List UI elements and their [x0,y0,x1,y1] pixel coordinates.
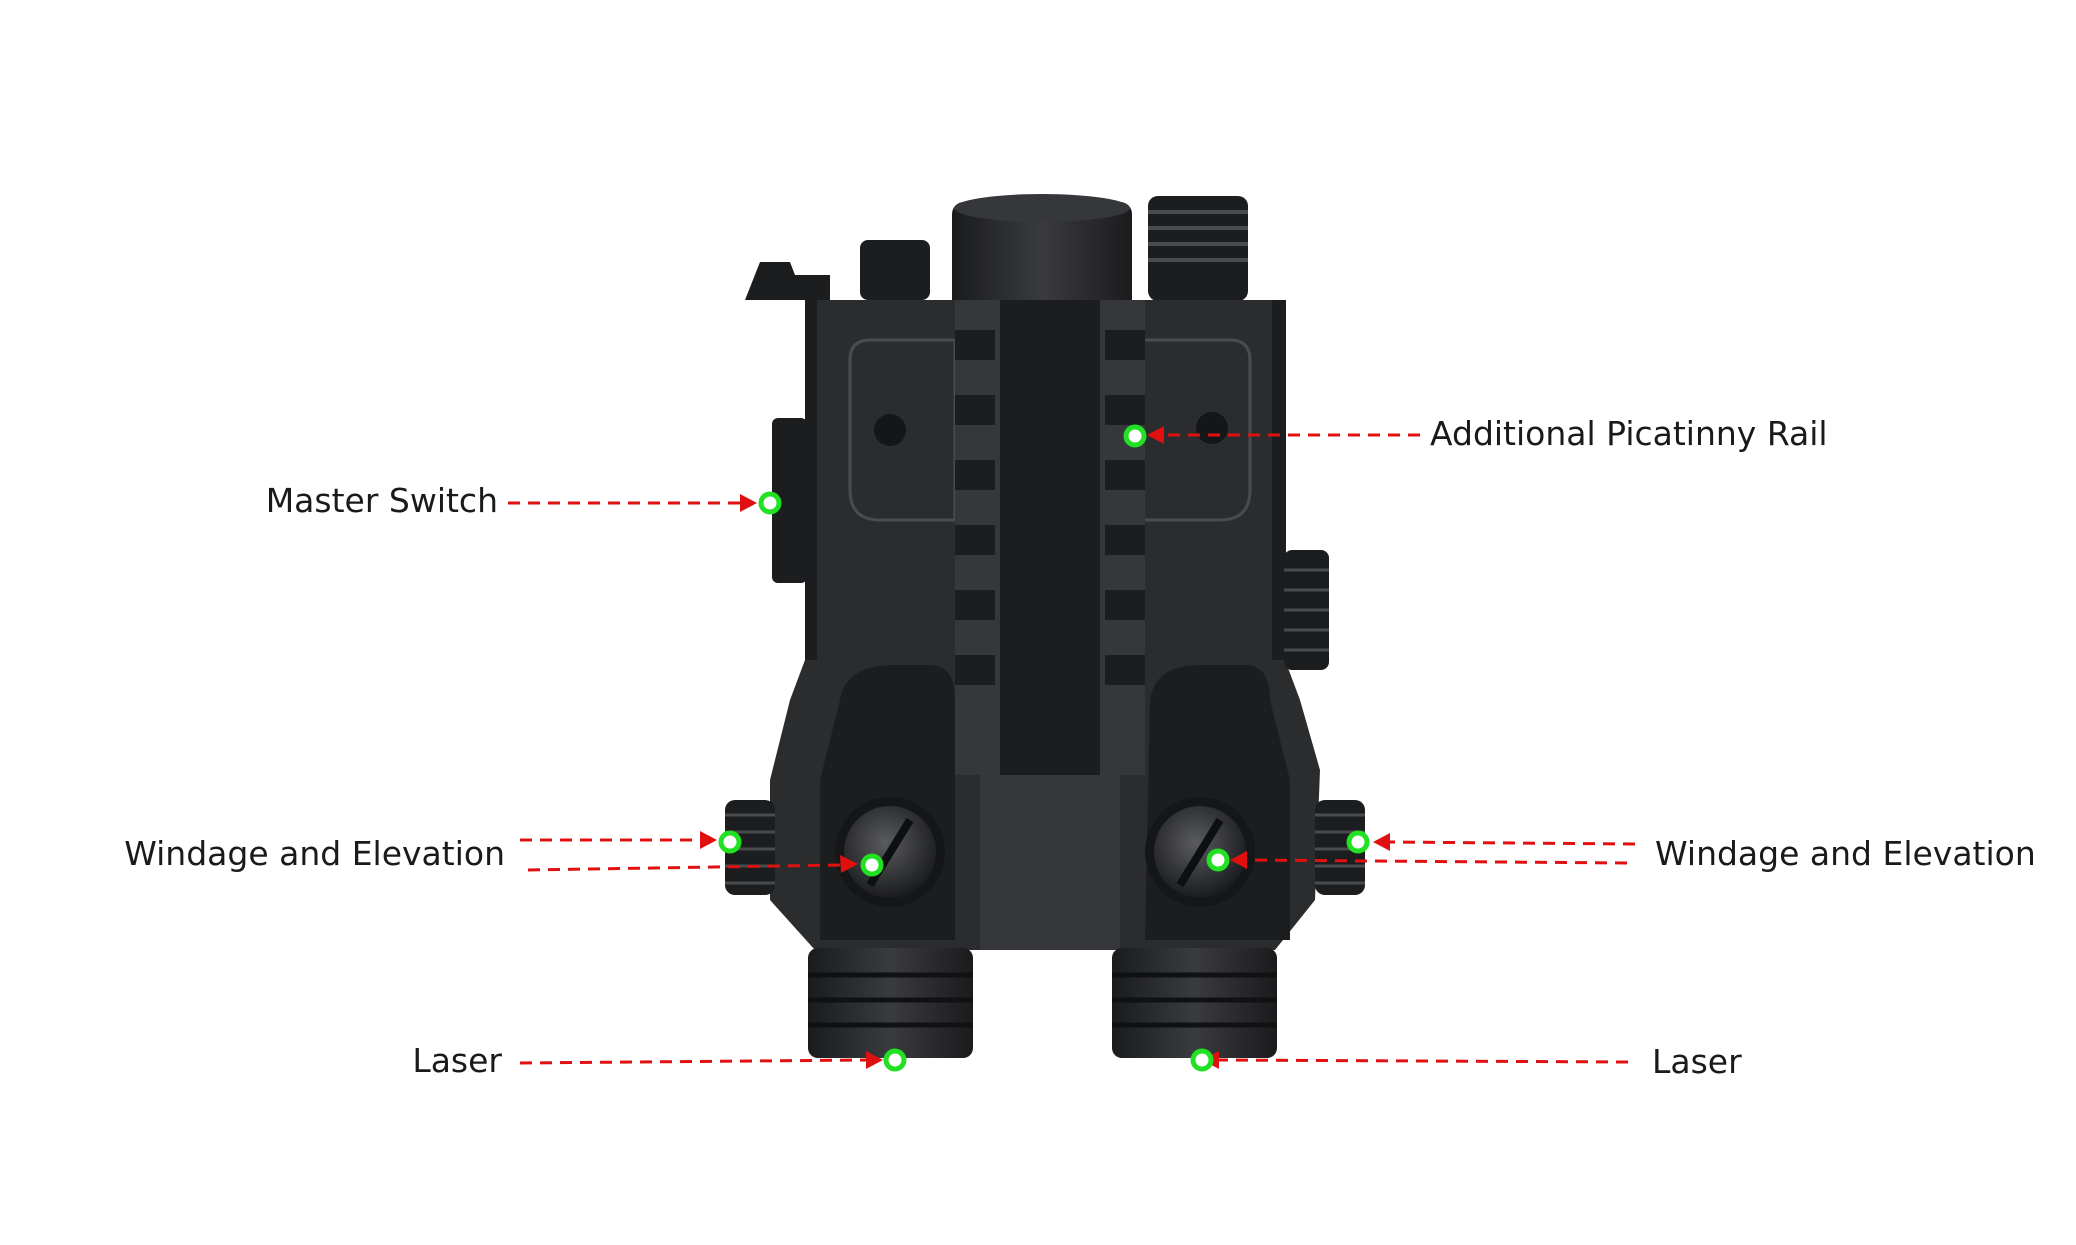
top-cylinder-cap [954,194,1130,222]
top-threaded-knob [1148,196,1248,310]
right-plate-screw [1196,412,1228,444]
picatinny-rail-label: Additional Picatinny Rail [1430,414,1828,453]
top-small-knob [860,240,930,300]
windage-right-leader-lower [1243,858,1628,865]
right-side-adjuster [1315,800,1365,895]
callout-windage-left: Windage and Elevation [124,830,884,877]
laser-left-label: Laser [412,1041,502,1080]
center-channel [980,775,1120,950]
windage-right-arrowhead-upper [1373,833,1390,851]
left-laser-tube [808,948,973,1058]
master-switch-arrowhead [740,494,757,512]
laser-right-marker [1190,1048,1214,1072]
picatinny-rail-graphic [955,300,1145,775]
right-front-knob [1145,797,1255,907]
windage-left-arrowhead-lower [840,855,858,873]
windage-right-leader-upper [1387,840,1636,846]
top-clip [745,262,830,300]
right-side-knob [1284,550,1329,670]
right-laser-tube [1112,948,1277,1058]
windage-right-marker-upper [1346,830,1370,854]
windage-left-arrowhead-upper [700,831,717,849]
windage-left-marker-upper [718,830,742,854]
picatinny-rail-marker [1123,424,1147,448]
left-plate [848,338,957,522]
top-cylinder [952,202,1132,312]
master-switch-marker [758,491,782,515]
picatinny-rail-arrowhead [1147,426,1164,444]
left-front-knob [835,797,945,907]
laser-left-marker [883,1048,907,1072]
windage-left-label: Windage and Elevation [124,834,505,873]
laser-left-arrowhead [866,1051,883,1069]
right-side-panel [1272,300,1286,660]
windage-right-marker-lower [1206,848,1230,872]
left-side-panel [805,300,817,660]
device-illustration [725,194,1365,1058]
callout-laser-right: Laser [1190,1042,1742,1081]
laser-right-label: Laser [1652,1042,1742,1081]
laser-left-leader [519,1058,869,1065]
callout-laser-left: Laser [412,1041,907,1080]
master-switch-label: Master Switch [266,481,498,520]
master-switch-graphic [772,418,807,583]
callout-master-switch: Master Switch [266,481,782,520]
laser-right-leader [1215,1058,1629,1064]
left-side-adjuster [725,800,775,895]
windage-right-arrowhead-lower [1230,851,1247,869]
windage-left-marker-lower [860,853,884,877]
callout-picatinny-rail: Additional Picatinny Rail [1123,414,1828,453]
right-plate [1128,338,1252,522]
windage-left-leader-lower [527,863,841,872]
callout-windage-right: Windage and Elevation [1206,830,2036,873]
left-plate-screw [874,414,906,446]
windage-right-label: Windage and Elevation [1655,834,2036,873]
